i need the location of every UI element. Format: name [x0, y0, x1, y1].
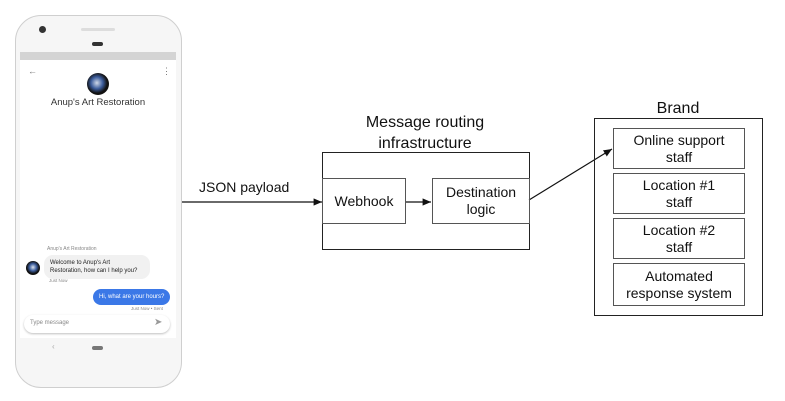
outgoing-status: Just Now • Sent	[131, 306, 163, 311]
contact-name: Anup's Art Restoration	[50, 97, 146, 108]
status-bar	[20, 52, 176, 60]
send-icon[interactable]: ➤	[154, 317, 163, 328]
incoming-time: Just Now	[49, 278, 68, 283]
phone-sensor	[92, 42, 103, 46]
webhook-box: Webhook	[322, 178, 406, 224]
phone-camera	[39, 26, 46, 33]
nav-back-icon[interactable]: ‹	[52, 342, 55, 351]
arrow-destination-to-brand	[528, 148, 613, 201]
brand-container	[594, 118, 763, 316]
destination-logic-box: Destination logic	[432, 178, 530, 224]
brand-item-online-support: Online support staff	[613, 128, 745, 169]
back-arrow-icon[interactable]: ←	[28, 66, 37, 76]
brand-item-automated-response: Automated response system	[613, 263, 745, 306]
contact-avatar	[87, 73, 109, 95]
outgoing-message: Hi, what are your hours?	[93, 289, 171, 305]
payload-label: JSON payload	[199, 179, 290, 195]
message-input[interactable]: Type message ➤	[24, 315, 170, 333]
phone-screen: ← ⋮ Anup's Art Restoration Anup's Art Re…	[20, 52, 176, 338]
sender-label: Anup's Art Restoration	[47, 246, 97, 252]
incoming-message: Welcome to Anup's Art Restoration, how c…	[44, 255, 150, 279]
phone-speaker	[81, 28, 115, 31]
input-placeholder: Type message	[30, 320, 70, 326]
more-menu-icon[interactable]: ⋮	[162, 66, 171, 76]
message-avatar	[26, 261, 40, 275]
routing-title: Message routing infrastructure	[365, 114, 485, 152]
brand-title: Brand	[656, 100, 700, 117]
brand-item-location-2: Location #2 staff	[613, 218, 745, 259]
nav-home-button[interactable]	[92, 346, 103, 350]
brand-item-location-1: Location #1 staff	[613, 173, 745, 214]
